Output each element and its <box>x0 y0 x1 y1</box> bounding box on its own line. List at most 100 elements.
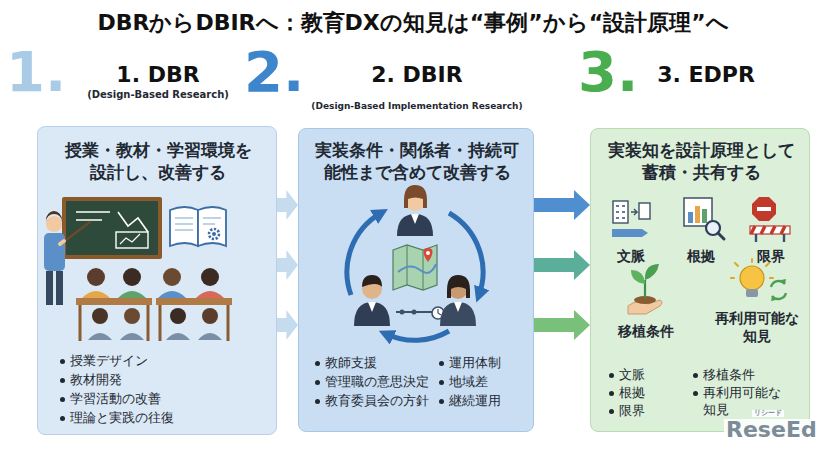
classroom-illustration-part <box>46 211 62 222</box>
principle-icons-part <box>718 233 724 239</box>
implementation-cycle-illustration-part <box>347 213 381 295</box>
classroom-illustration-part <box>46 271 53 305</box>
implementation-cycle-illustration-part <box>362 279 382 299</box>
principle-icons-part <box>771 281 785 287</box>
classroom-illustration-part <box>76 212 148 232</box>
bullet-item: 教材開発 <box>70 372 270 389</box>
flow-arrow <box>534 250 590 280</box>
panel-box: 1. DBR(Design-Based Research)授業・教材・学習環境を… <box>37 126 277 435</box>
classroom-illustration-part <box>198 207 226 246</box>
classroom-illustration-part <box>116 232 148 248</box>
icon-label: 限界 <box>741 247 801 265</box>
principle-icons-part <box>631 209 637 215</box>
principle-icons-part <box>688 212 693 223</box>
principle-icons-part <box>616 206 625 218</box>
bullet-item: 限界 <box>619 403 689 420</box>
principle-icons-part <box>639 203 650 219</box>
principle-icons-part <box>702 209 707 223</box>
principle-icons-part <box>706 221 720 235</box>
bullet-dot <box>315 399 320 404</box>
classroom-illustration-part <box>88 333 222 340</box>
bullet-dot <box>439 361 444 366</box>
bullet-item: 根拠 <box>619 385 689 402</box>
principle-icons-part <box>684 198 712 226</box>
step-number: 3. <box>578 44 638 100</box>
bullet-item: 授業デザイン <box>70 353 270 370</box>
bullet-dot <box>609 409 614 414</box>
implementation-cycle-illustration-part <box>386 331 449 340</box>
panel-heading: 2. DBIR <box>317 61 517 90</box>
classroom-illustration-part <box>123 268 141 286</box>
principle-icons-part <box>757 207 771 211</box>
classroom-illustration-part <box>124 308 140 324</box>
panel-lead: 授業・教材・学習環境を 設計し、改善する <box>60 139 256 183</box>
bullet-dot <box>693 373 698 378</box>
classroom-illustration-part <box>212 232 216 236</box>
implementation-cycle-illustration-part <box>447 275 470 298</box>
bullet-dot <box>609 373 614 378</box>
icon-label: 再利用可能な 知見 <box>711 309 803 345</box>
principle-icons-part <box>731 259 773 278</box>
implementation-cycle-illustration-part <box>449 213 483 295</box>
bullet-dot <box>315 380 320 385</box>
implementation-cycle-illustration-part <box>362 275 382 287</box>
classroom-illustration-part <box>209 229 219 239</box>
classroom-illustration-part <box>158 291 186 298</box>
implementation-cycle-illustration-part <box>404 185 427 208</box>
bullet-dot <box>439 399 444 404</box>
implementation-cycle-illustration-part <box>426 251 430 255</box>
classroom-illustration-part <box>170 207 198 246</box>
flow-arrow <box>534 310 590 340</box>
step-number: 1. <box>6 44 66 100</box>
implementation-cycle-illustration-part <box>405 191 425 211</box>
classroom-illustration-part <box>56 271 63 305</box>
bullet-item: 教師支援 <box>325 355 437 372</box>
principle-icons-part <box>612 229 648 237</box>
classroom-illustration-part <box>87 268 105 286</box>
flow-arrow <box>277 310 298 340</box>
bullet-item: 移植条件 <box>703 367 799 384</box>
watermark: ReseEd <box>724 419 819 441</box>
classroom-illustration-part <box>44 233 65 271</box>
principle-icons-part <box>771 296 776 301</box>
panel-box: 3. EDPR実装知を設計原理として 蓄積・共有する文脈根拠限界移植条件再利用可… <box>590 128 810 432</box>
implementation-cycle-illustration-part <box>454 302 462 312</box>
panel-box: 2. DBIR(Design-Based Implementation Rese… <box>298 128 534 432</box>
principle-icons-part <box>628 300 662 314</box>
implementation-cycle-illustration-part <box>424 248 433 262</box>
bullet-dot <box>609 391 614 396</box>
principle-icons-part <box>772 293 786 299</box>
diagram-title: DBRからDBIRへ：教育DXの知見は“事例”から“設計原理”へ <box>0 9 826 38</box>
bullet-dot <box>60 378 65 383</box>
icon-label: 根拠 <box>671 247 731 265</box>
principle-icons-part <box>781 279 786 284</box>
principle-icons-part <box>751 226 785 234</box>
classroom-illustration-part <box>175 218 221 230</box>
bullet-dot <box>60 397 65 402</box>
classroom-illustration-part <box>120 234 140 244</box>
principle-icons-part <box>644 280 646 298</box>
bullet-item: 理論と実践の往復 <box>70 410 270 427</box>
implementation-cycle-illustration <box>347 185 483 340</box>
implementation-cycle-illustration-part <box>354 302 390 326</box>
implementation-cycle-illustration-part <box>432 307 444 319</box>
bullet-item: 教育委員会の方針 <box>325 393 437 410</box>
bullet-item: 運用体制 <box>449 355 529 372</box>
panel-lead: 実装知を設計原理として 蓄積・共有する <box>603 139 799 183</box>
implementation-cycle-illustration-part <box>396 311 432 313</box>
implementation-cycle-illustration-part <box>397 214 433 236</box>
principle-icons-part <box>756 234 784 242</box>
classroom-illustration-part <box>76 298 152 305</box>
classroom-illustration-part <box>66 201 158 255</box>
implementation-cycle-illustration-part <box>398 264 436 273</box>
panel-subtitle: (Design-Based Research) <box>48 88 268 101</box>
implementation-cycle-illustration-part <box>448 279 468 299</box>
bullet-dot <box>60 416 65 421</box>
bullet-dot <box>439 380 444 385</box>
bullet-dot <box>315 361 320 366</box>
implementation-cycle-illustration-part <box>400 310 405 315</box>
flow-arrow <box>534 190 590 220</box>
panel-subtitle: (Design-Based Implementation Research) <box>297 101 537 113</box>
